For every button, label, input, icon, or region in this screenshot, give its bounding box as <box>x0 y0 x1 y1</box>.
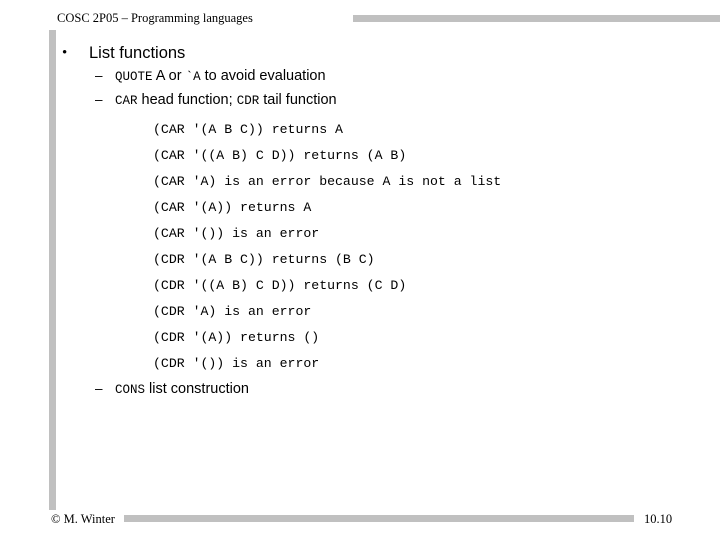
code-line: (CAR '(A B C)) returns A <box>153 122 343 137</box>
quote-shorthand: `A <box>185 70 201 84</box>
code-line: (CDR 'A) is an error <box>153 304 312 319</box>
quote-text-a: A or <box>152 68 186 84</box>
slide-header: COSC 2P05 – Programming languages <box>57 10 720 28</box>
left-accent-bar <box>49 30 56 510</box>
dash-glyph: – <box>95 381 103 396</box>
sub-item-car-cdr: – CAR head function; CDR tail function <box>57 89 682 112</box>
code-example-list: (CAR '(A B C)) returns A (CAR '((A B) C … <box>57 117 682 377</box>
car-keyword: CAR <box>115 94 138 108</box>
slide-body: • List functions – QUOTE A or `A to avoi… <box>57 42 682 401</box>
code-line: (CAR '((A B) C D)) returns (A B) <box>153 148 407 163</box>
cdr-keyword: CDR <box>236 94 260 108</box>
cons-keyword: CONS <box>115 383 146 397</box>
code-line: (CDR '(A)) returns () <box>153 330 320 345</box>
header-title: COSC 2P05 – Programming languages <box>57 11 253 25</box>
footer-copyright: © M. Winter <box>51 512 115 526</box>
quote-keyword: QUOTE <box>115 70 153 84</box>
code-line: (CAR '()) is an error <box>153 226 320 241</box>
sub-item-cons: – CONS list construction <box>57 378 682 401</box>
cons-text: list construction <box>145 381 249 397</box>
quote-text-b: to avoid evaluation <box>200 68 326 84</box>
heading-text: List functions <box>89 44 186 62</box>
code-line: (CDR '(A B C)) returns (B C) <box>153 252 375 267</box>
cdr-text-b: tail function <box>259 92 337 108</box>
bullet-glyph: • <box>62 45 68 61</box>
car-text-a: head function; <box>137 92 237 108</box>
code-line: (CDR '()) is an error <box>153 356 320 371</box>
code-line: (CDR '((A B) C D)) returns (C D) <box>153 278 407 293</box>
header-rule <box>353 15 720 22</box>
footer-rule <box>124 515 634 522</box>
dash-glyph: – <box>95 92 103 107</box>
list-functions-heading: • List functions <box>57 42 682 64</box>
sub-item-quote: – QUOTE A or `A to avoid evaluation <box>57 65 682 88</box>
footer-page-number: 10.10 <box>644 512 673 526</box>
code-line: (CAR '(A)) returns A <box>153 200 312 215</box>
dash-glyph: – <box>95 68 103 83</box>
code-line: (CAR 'A) is an error because A is not a … <box>153 174 502 189</box>
